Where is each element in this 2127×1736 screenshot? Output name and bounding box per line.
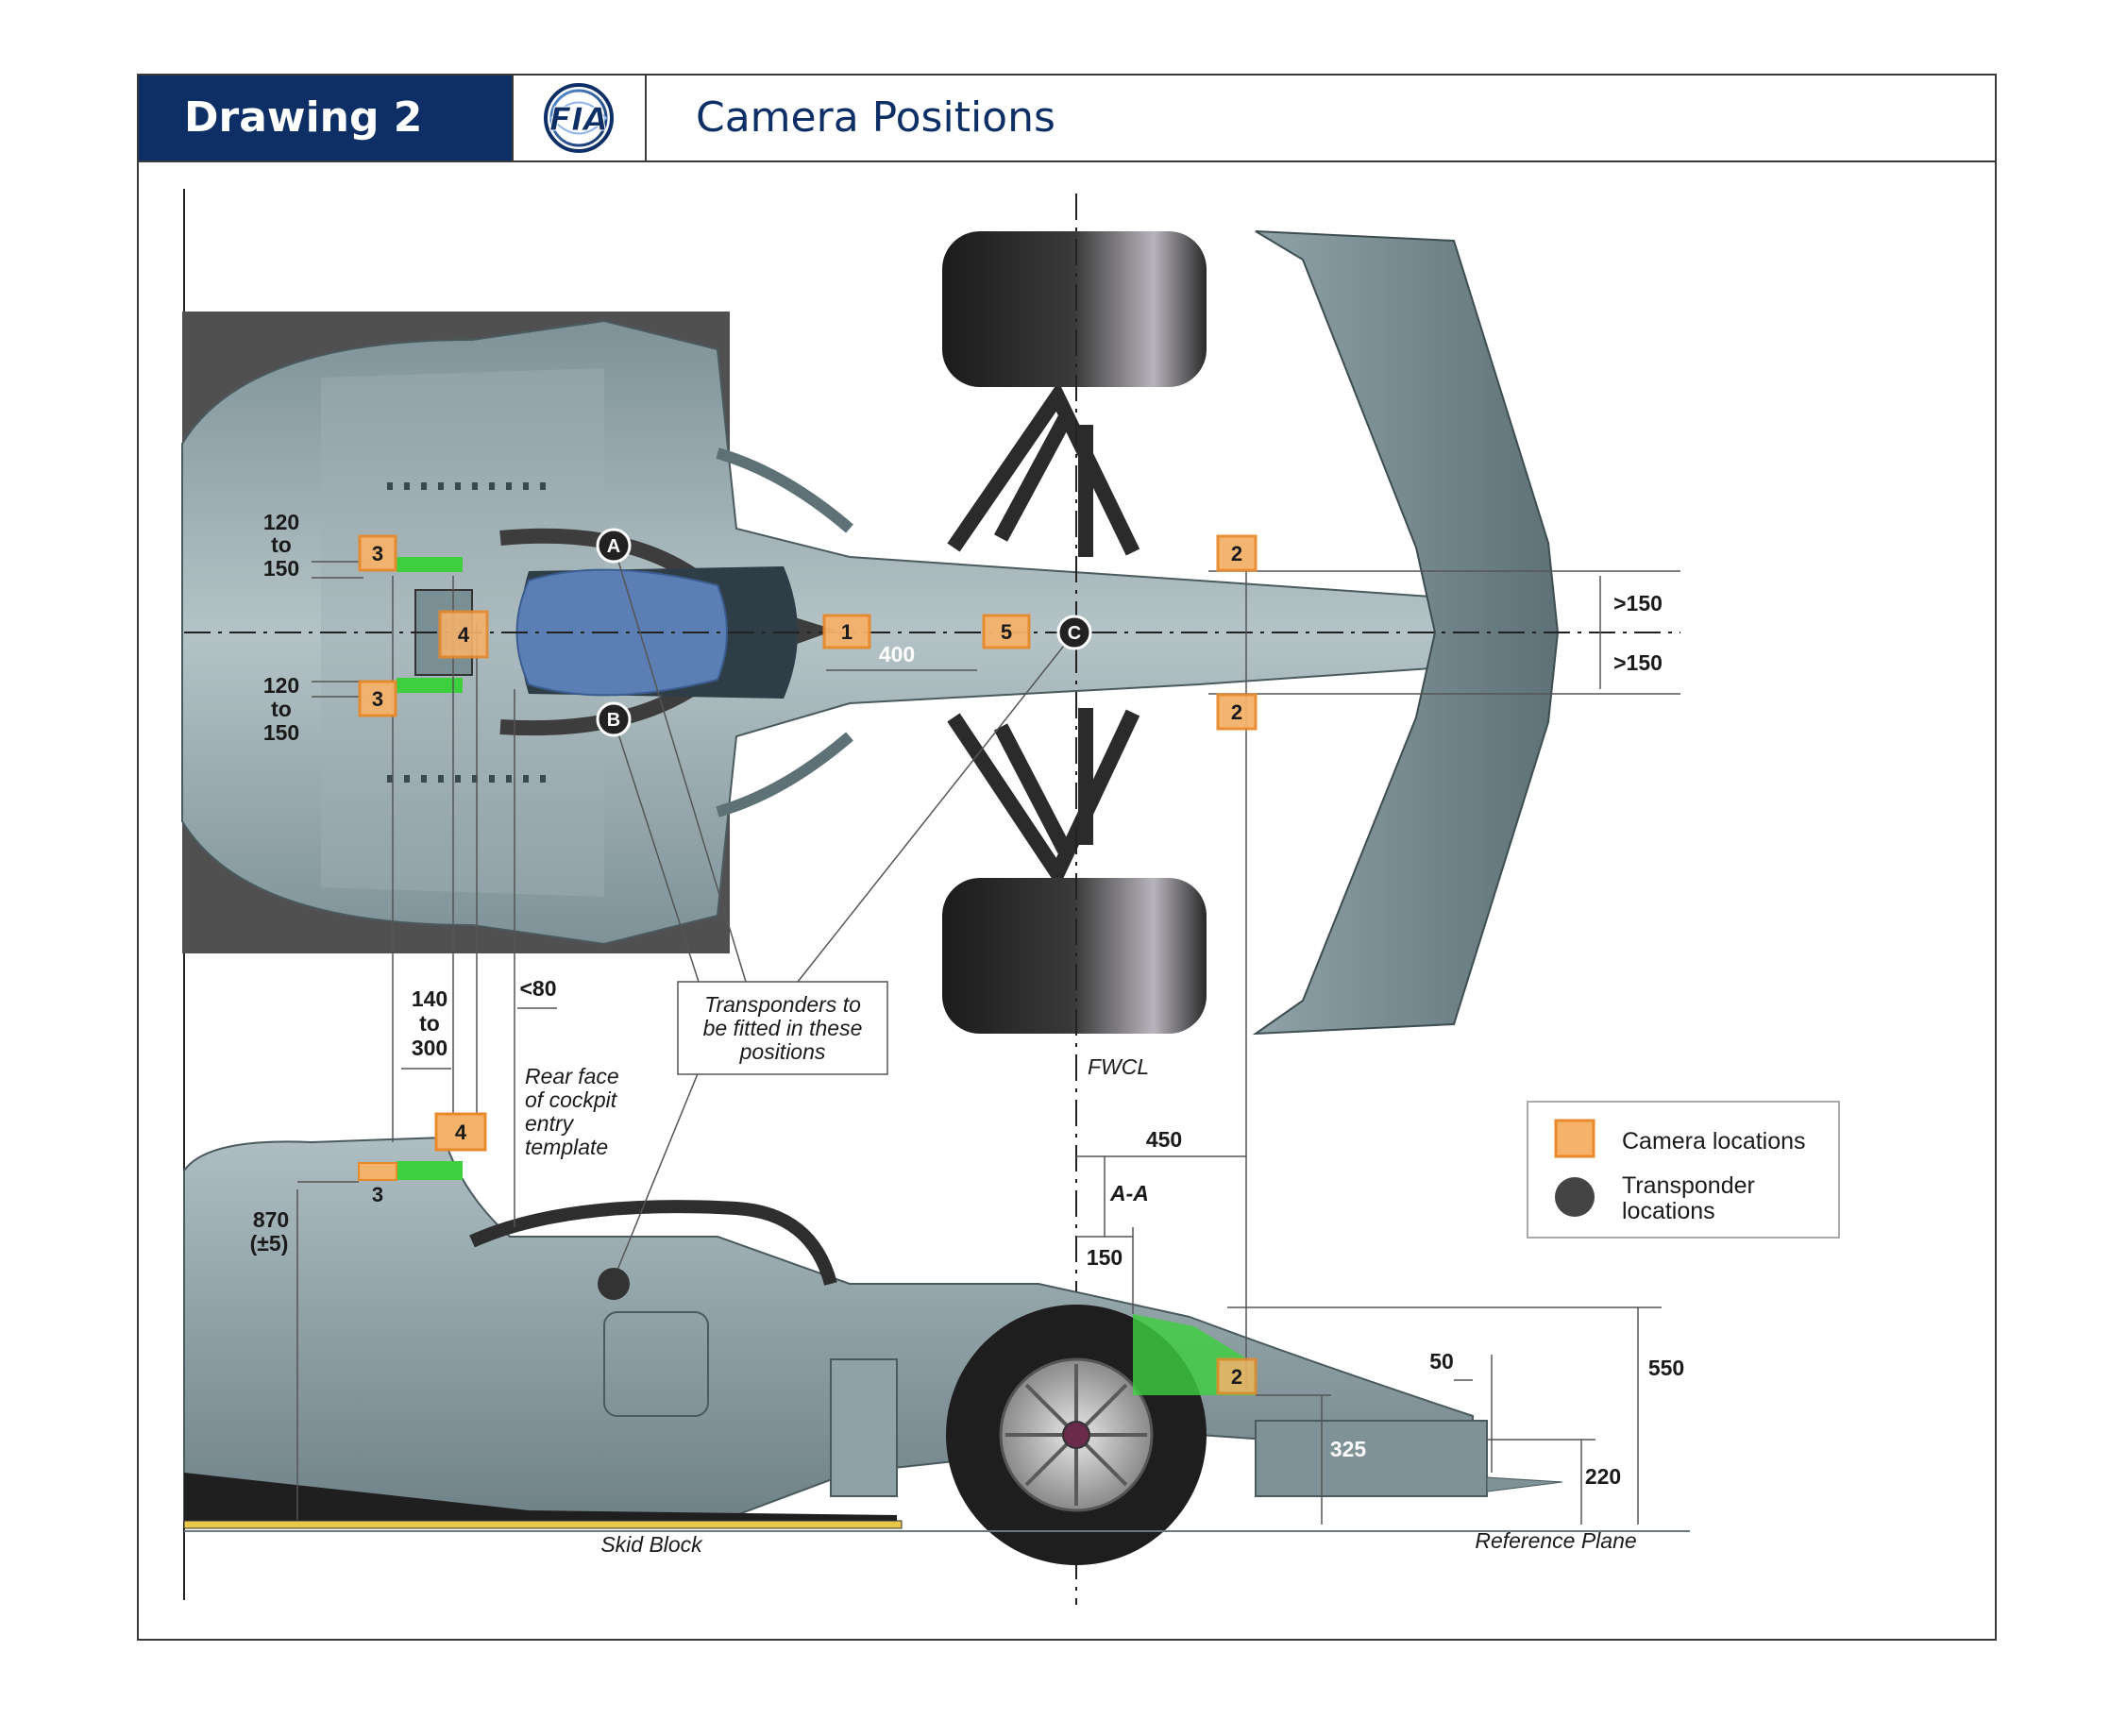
transponder-a: A xyxy=(596,528,632,564)
svg-text:4: 4 xyxy=(455,1121,467,1144)
green-zone-3-bottom xyxy=(397,678,463,693)
svg-text:3: 3 xyxy=(372,687,383,711)
front-wing-top xyxy=(1252,230,1560,1036)
legend-transponder-label-2: locations xyxy=(1622,1198,1715,1224)
sidepod-inlet xyxy=(603,1311,709,1417)
drawing-header: Drawing 2 FIA Camera Positions xyxy=(139,76,1995,162)
svg-text:B: B xyxy=(607,710,620,731)
dim-400: 400 xyxy=(879,642,915,666)
dim-450: 450 xyxy=(1146,1127,1182,1152)
legend-transponder-label-1: Transponder xyxy=(1622,1172,1755,1199)
transponder-note-2: be fitted in these xyxy=(703,1016,863,1040)
dim-120-top-1: 120 xyxy=(263,510,299,534)
camera-3-side-label: 3 xyxy=(372,1183,383,1206)
rear-face-3: entry xyxy=(525,1111,575,1136)
transponder-note-1: Transponders to xyxy=(704,992,861,1017)
svg-text:5: 5 xyxy=(1001,620,1012,644)
transponder-note-3: positions xyxy=(739,1039,826,1064)
halo-top xyxy=(499,528,836,736)
rear-face-1: Rear face xyxy=(525,1064,619,1088)
svg-text:C: C xyxy=(1068,623,1081,644)
front-wing-side xyxy=(1255,1420,1488,1497)
skid-block-label: Skid Block xyxy=(600,1532,703,1557)
section-a-a-label: A-A xyxy=(1109,1181,1149,1205)
camera-4-top: 4 xyxy=(438,610,489,659)
dim-870-2: (±5) xyxy=(250,1231,289,1256)
dim-150: 150 xyxy=(1087,1245,1123,1270)
dim-140-2: to xyxy=(419,1011,440,1036)
dim-550: 550 xyxy=(1648,1356,1684,1380)
dim-gt150-upper: >150 xyxy=(1613,591,1663,615)
dim-120-top-3: 150 xyxy=(263,556,299,581)
fwcl-label: FWCL xyxy=(1088,1054,1149,1079)
legend-camera-swatch xyxy=(1554,1119,1595,1158)
transponder-note-box xyxy=(677,981,888,1075)
fia-logo: FIA xyxy=(544,83,614,153)
rear-face-2: of cockpit xyxy=(525,1087,618,1112)
dim-120-bot-2: to xyxy=(271,697,292,721)
camera-2-upper: 2 xyxy=(1216,534,1258,572)
dim-120-bot-3: 150 xyxy=(263,720,299,745)
dim-lt80: <80 xyxy=(519,976,556,1001)
camera-2-lower: 2 xyxy=(1216,693,1258,731)
front-tyre-bottom xyxy=(942,878,1207,1034)
camera-2-side: 2 xyxy=(1216,1357,1258,1395)
dim-120-bot-1: 120 xyxy=(263,673,299,698)
svg-text:3: 3 xyxy=(372,542,383,565)
dim-140-3: 300 xyxy=(412,1036,447,1060)
svg-text:2: 2 xyxy=(1231,700,1242,724)
svg-text:4: 4 xyxy=(458,623,470,647)
camera-3-top: 3 xyxy=(358,534,397,572)
transponder-side xyxy=(598,1268,630,1300)
side-view xyxy=(183,1136,1690,1565)
dim-140-1: 140 xyxy=(412,986,447,1011)
transponder-c: C xyxy=(1056,615,1092,650)
dim-120-top-2: to xyxy=(271,532,292,557)
fia-logo-box: FIA xyxy=(512,76,647,160)
dim-325: 325 xyxy=(1330,1437,1367,1461)
page-title: Camera Positions xyxy=(696,93,1055,142)
camera-4-side: 4 xyxy=(434,1112,487,1152)
cockpit-seat xyxy=(515,568,728,697)
front-suspension xyxy=(947,381,1140,889)
camera-3-side-box xyxy=(358,1162,397,1181)
front-tyre-top xyxy=(942,231,1207,387)
rear-face-4: template xyxy=(525,1135,608,1159)
camera-5: 5 xyxy=(982,614,1031,649)
bargeboard-side xyxy=(830,1358,898,1497)
floor-side xyxy=(184,1473,897,1527)
svg-text:2: 2 xyxy=(1231,542,1242,565)
legend: Camera locations Transponder locations xyxy=(1527,1101,1840,1239)
camera-1: 1 xyxy=(822,614,871,649)
dim-gt150-lower: >150 xyxy=(1613,650,1663,675)
green-zone-3-side xyxy=(397,1161,463,1180)
transponder-leaders xyxy=(613,545,1075,1280)
legend-camera-label: Camera locations xyxy=(1622,1128,1806,1155)
fia-logo-text: FIA xyxy=(549,101,608,139)
halo-side xyxy=(469,1200,837,1286)
dim-220: 220 xyxy=(1585,1464,1621,1489)
reference-plane-label: Reference Plane xyxy=(1475,1528,1636,1553)
skid-block xyxy=(183,1520,903,1529)
dim-870-1: 870 xyxy=(253,1207,289,1232)
svg-text:A: A xyxy=(607,536,620,557)
camera-3-bottom: 3 xyxy=(358,680,397,717)
svg-text:2: 2 xyxy=(1231,1365,1242,1389)
svg-text:1: 1 xyxy=(841,620,852,644)
green-zone-3-top xyxy=(397,557,463,572)
dim-50: 50 xyxy=(1429,1349,1454,1374)
engine-vents xyxy=(387,482,557,783)
drawing-number: Drawing 2 xyxy=(139,76,512,160)
legend-transponder-swatch xyxy=(1555,1177,1595,1217)
transponder-b: B xyxy=(596,701,632,737)
